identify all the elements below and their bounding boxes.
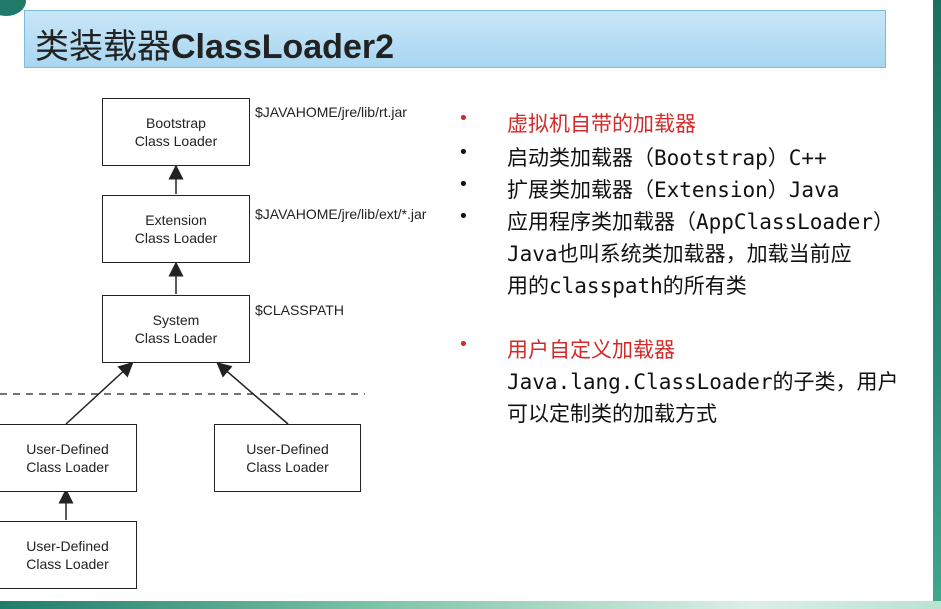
bullet-dot: • [458,174,469,195]
user-left-line1: User-Defined [26,441,109,457]
user-left-line2: Class Loader [26,459,109,475]
user-right-line2: Class Loader [246,459,329,475]
title-zh: 类装载器 [35,27,171,67]
bottom-edge-decoration [0,601,941,609]
user-bottom-line1: User-Defined [26,538,109,554]
bullet-text: 用的classpath的所有类 [507,274,747,298]
title-en: ClassLoader2 [171,28,394,66]
bullet-text: 可以定制类的加载方式 [507,402,717,426]
bootstrap-loader-box: Bootstrap Class Loader [102,98,250,166]
bullet-text: 启动类加载器（Bootstrap）C++ [507,146,827,170]
user-defined-loader-left-box: User-Defined Class Loader [0,424,137,492]
system-line2: Class Loader [134,330,218,346]
bullet-dot: • [458,108,469,129]
arrow-userright-to-system [216,362,289,425]
bullet-text: 虚拟机自带的加载器 [507,112,696,136]
bullet-dot: • [458,206,469,227]
bullet-text: 应用程序类加载器（AppClassLoader） [507,210,895,234]
extension-path-label: $JAVAHOME/jre/lib/ext/*.jar [255,206,427,222]
bullet-text: Java也叫系统类加载器，加载当前应 [507,242,852,266]
hierarchy-diagram-arrows [0,164,365,520]
slide-title-bar: 类装载器ClassLoader2 [24,10,886,68]
user-right-line1: User-Defined [246,441,329,457]
bullet-dot: • [458,334,469,355]
user-defined-loader-right-box: User-Defined Class Loader [214,424,361,492]
system-loader-box: System Class Loader [102,295,250,363]
system-path-label: $CLASSPATH [255,302,344,318]
bootstrap-line2: Class Loader [134,133,218,149]
corner-decoration [0,0,26,16]
bootstrap-line1: Bootstrap [146,115,206,131]
slide-title: 类装载器ClassLoader2 [35,19,394,68]
arrow-userleft-to-system [65,361,134,425]
extension-line2: Class Loader [134,230,218,246]
bootstrap-path-label: $JAVAHOME/jre/lib/rt.jar [255,104,407,120]
right-edge-decoration [933,0,941,609]
extension-line1: Extension [145,212,207,228]
bullet-text: Java.lang.ClassLoader的子类，用户 [507,370,899,394]
system-line1: System [152,312,200,328]
bullet-dot: • [458,142,469,163]
extension-loader-box: Extension Class Loader [102,195,250,263]
bullet-text: 扩展类加载器（Extension）Java [507,178,840,202]
user-defined-loader-bottom-box: User-Defined Class Loader [0,521,137,589]
bullet-text: 用户自定义加载器 [507,338,675,362]
user-bottom-line2: Class Loader [26,556,109,572]
